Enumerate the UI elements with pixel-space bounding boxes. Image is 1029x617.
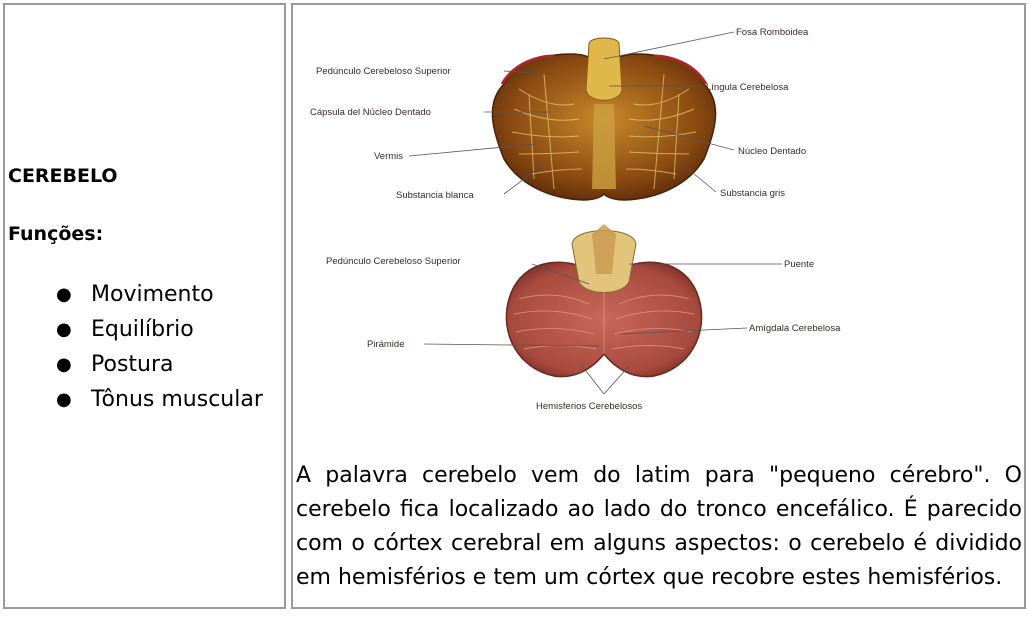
- label-piramide: Pirámide: [367, 339, 405, 350]
- bottom-cerebellum-illustration: [505, 224, 703, 378]
- bullet-icon: ●: [56, 284, 72, 305]
- label-substancia-blanca: Substancia blanca: [396, 190, 474, 201]
- functions-heading: Funções:: [8, 223, 104, 245]
- functions-list: ●Movimento ●Equilíbrio ●Postura ●Tônus m…: [8, 277, 263, 417]
- bullet-icon: ●: [56, 354, 72, 375]
- left-cell: [3, 3, 286, 609]
- left-column: CEREBELO Funções: ●Movimento ●Equilíbrio…: [8, 165, 263, 417]
- label-capsula-nucleo: Cápsula del Núcleo Dentado: [310, 107, 431, 118]
- label-pedunculo-superior-top: Pedúnculo Cerebeloso Superior: [316, 66, 451, 77]
- right-cell: [291, 3, 1026, 609]
- label-vermis: Vermis: [374, 151, 403, 162]
- description-paragraph: A palavra cerebelo vem do latim para "pe…: [296, 463, 1022, 590]
- section-title: CEREBELO: [8, 165, 118, 187]
- label-lingula: Língula Cerebelosa: [706, 82, 789, 93]
- list-item: ●Equilíbrio: [8, 312, 263, 347]
- top-leader-lines: [408, 31, 735, 195]
- label-puente: Puente: [784, 259, 814, 270]
- label-hemisferios: Hemisferios Cerebelosos: [536, 401, 642, 412]
- bottom-leader-lines: [423, 263, 782, 395]
- label-fosa-romboidea: Fosa Romboidea: [736, 27, 809, 38]
- label-nucleo-dentado: Núcleo Dentado: [738, 146, 806, 157]
- list-item: ●Movimento: [8, 277, 263, 312]
- bullet-icon: ●: [56, 319, 72, 340]
- bullet-icon: ●: [56, 389, 72, 410]
- label-pedunculo-superior-bottom: Pedúnculo Cerebeloso Superior: [326, 256, 461, 267]
- label-substancia-gris: Substancia gris: [720, 188, 785, 199]
- list-item: ●Tônus muscular: [8, 382, 263, 417]
- cerebellum-figure: Fosa Romboidea Pedúnculo Cerebeloso Supe…: [310, 27, 841, 412]
- list-item: ●Postura: [8, 347, 263, 382]
- top-cerebellum-illustration: [491, 37, 717, 201]
- label-amigdala: Amígdala Cerebelosa: [749, 323, 841, 334]
